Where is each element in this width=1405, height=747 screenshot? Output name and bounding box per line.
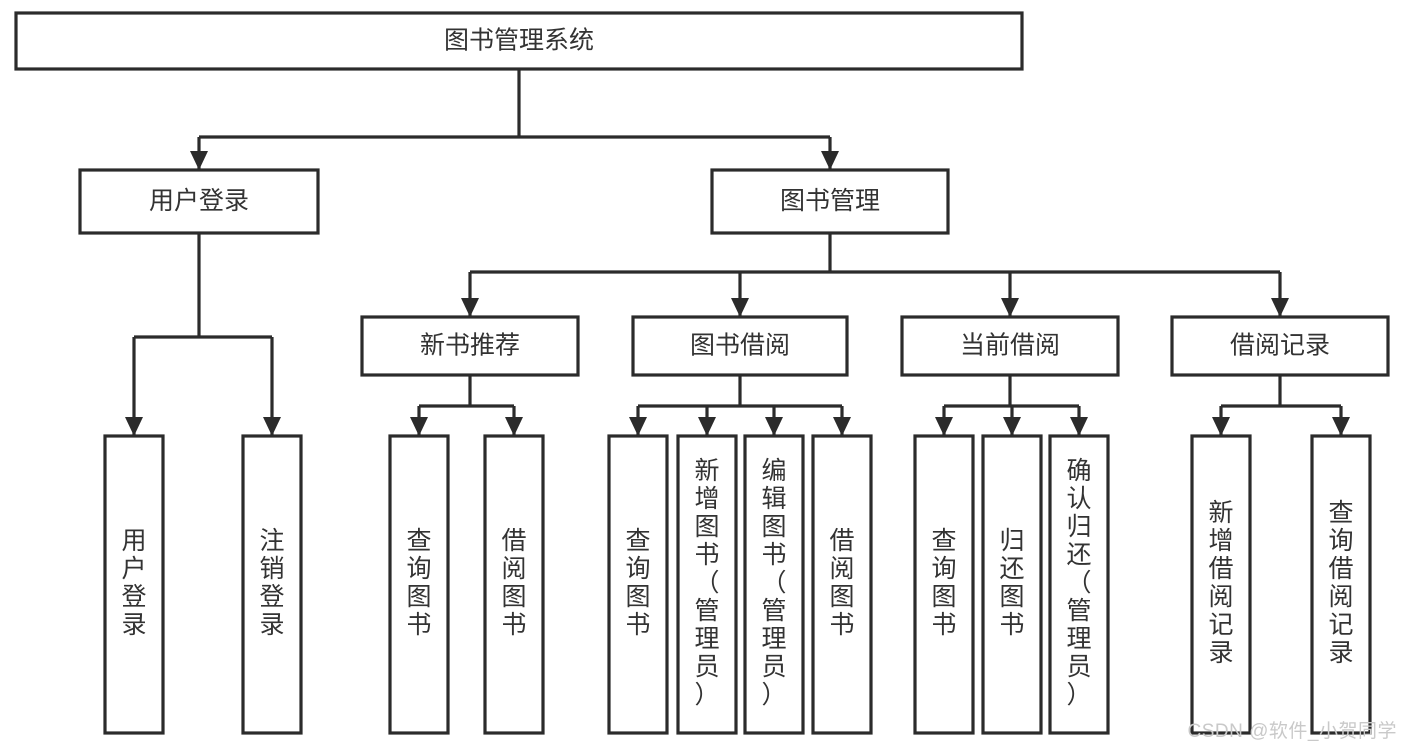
node-box-borrow-records bbox=[1170, 315, 1390, 377]
arrow-head-icon bbox=[1271, 298, 1289, 317]
node-add-book-admin[interactable]: 新增图书（管理员） bbox=[676, 434, 738, 735]
node-label-book-management: 图书管理 bbox=[780, 187, 880, 215]
arrow-head-icon bbox=[125, 417, 143, 436]
node-user-login-leaf[interactable]: 用户登录 bbox=[103, 434, 165, 735]
node-query-book-1[interactable]: 查询图书 bbox=[388, 434, 450, 735]
node-label-query-borrow-record: 查询借阅记录 bbox=[1328, 499, 1353, 667]
arrow-head-icon bbox=[731, 298, 749, 317]
node-book-borrow[interactable]: 图书借阅 bbox=[631, 315, 849, 377]
arrow-head-icon bbox=[1003, 417, 1021, 436]
arrow-head-icon bbox=[1212, 417, 1230, 436]
node-box-edit-book-admin bbox=[743, 434, 805, 735]
node-user-login[interactable]: 用户登录 bbox=[78, 168, 320, 235]
connectors-layer bbox=[125, 69, 1350, 436]
node-label-current-borrow: 当前借阅 bbox=[960, 332, 1060, 360]
connector-new-book-recommend-to-leaves bbox=[410, 375, 523, 436]
node-label-query-book-2: 查询图书 bbox=[625, 527, 650, 639]
arrow-head-icon bbox=[461, 298, 479, 317]
node-box-borrow-book-1 bbox=[483, 434, 545, 735]
arrow-head-icon bbox=[505, 417, 523, 436]
arrow-head-icon bbox=[1070, 417, 1088, 436]
node-return-book[interactable]: 归还图书 bbox=[981, 434, 1043, 735]
arrow-head-icon bbox=[765, 417, 783, 436]
arrow-head-icon bbox=[410, 417, 428, 436]
node-label-borrow-book-2: 借阅图书 bbox=[829, 527, 854, 639]
node-query-book-3[interactable]: 查询图书 bbox=[913, 434, 975, 735]
connector-user-login-to-leaves bbox=[125, 233, 281, 436]
node-label-edit-book-admin: 编辑图书（管理员） bbox=[761, 457, 786, 709]
node-box-query-book-2 bbox=[607, 434, 669, 735]
node-box-confirm-return-admin bbox=[1048, 434, 1110, 735]
connector-book-borrow-to-leaves bbox=[629, 375, 851, 436]
node-edit-book-admin[interactable]: 编辑图书（管理员） bbox=[743, 434, 805, 735]
arrow-head-icon bbox=[935, 417, 953, 436]
node-box-user-logout-leaf bbox=[241, 434, 303, 735]
connector-book-management-to-level3 bbox=[461, 233, 1289, 317]
node-borrow-records[interactable]: 借阅记录 bbox=[1170, 315, 1390, 377]
node-label-borrow-records: 借阅记录 bbox=[1230, 332, 1330, 360]
node-confirm-return-admin[interactable]: 确认归还（管理员） bbox=[1048, 434, 1110, 735]
arrow-head-icon bbox=[698, 417, 716, 436]
node-box-borrow-book-2 bbox=[811, 434, 873, 735]
node-label-query-book-1: 查询图书 bbox=[406, 527, 431, 639]
node-current-borrow[interactable]: 当前借阅 bbox=[900, 315, 1120, 377]
node-new-book-recommend[interactable]: 新书推荐 bbox=[360, 315, 580, 377]
node-label-return-book: 归还图书 bbox=[999, 527, 1024, 639]
node-box-new-book-recommend bbox=[360, 315, 580, 377]
node-box-query-book-3 bbox=[913, 434, 975, 735]
node-box-query-borrow-record bbox=[1310, 434, 1372, 735]
connector-current-borrow-to-leaves bbox=[935, 375, 1088, 436]
node-borrow-book-2[interactable]: 借阅图书 bbox=[811, 434, 873, 735]
node-query-book-2[interactable]: 查询图书 bbox=[607, 434, 669, 735]
node-label-confirm-return-admin: 确认归还（管理员） bbox=[1066, 457, 1091, 709]
arrow-head-icon bbox=[1332, 417, 1350, 436]
node-user-logout-leaf[interactable]: 注销登录 bbox=[241, 434, 303, 735]
node-label-user-logout-leaf: 注销登录 bbox=[259, 527, 284, 639]
connector-borrow-records-to-leaves bbox=[1212, 375, 1350, 436]
node-box-add-book-admin bbox=[676, 434, 738, 735]
node-box-current-borrow bbox=[900, 315, 1120, 377]
node-label-user-login-leaf: 用户登录 bbox=[121, 527, 146, 639]
node-box-user-login-leaf bbox=[103, 434, 165, 735]
node-borrow-book-1[interactable]: 借阅图书 bbox=[483, 434, 545, 735]
node-box-book-borrow bbox=[631, 315, 849, 377]
node-box-add-borrow-record bbox=[1190, 434, 1252, 735]
arrow-head-icon bbox=[821, 151, 839, 170]
node-box-root bbox=[14, 11, 1024, 71]
node-label-add-book-admin: 新增图书（管理员） bbox=[694, 457, 719, 709]
node-label-user-login: 用户登录 bbox=[149, 187, 249, 215]
node-label-add-borrow-record: 新增借阅记录 bbox=[1208, 499, 1233, 667]
node-add-borrow-record[interactable]: 新增借阅记录 bbox=[1190, 434, 1252, 735]
arrow-head-icon bbox=[629, 417, 647, 436]
node-label-query-book-3: 查询图书 bbox=[931, 527, 956, 639]
nodes-layer: 图书管理系统用户登录用户登录注销登录图书管理新书推荐查询图书借阅图书图书借阅查询… bbox=[14, 11, 1390, 735]
node-box-query-book-1 bbox=[388, 434, 450, 735]
node-label-root: 图书管理系统 bbox=[444, 27, 594, 55]
arrow-head-icon bbox=[190, 151, 208, 170]
node-label-borrow-book-1: 借阅图书 bbox=[501, 527, 526, 639]
node-query-borrow-record[interactable]: 查询借阅记录 bbox=[1310, 434, 1372, 735]
node-box-return-book bbox=[981, 434, 1043, 735]
connector-root-to-level2 bbox=[190, 69, 839, 170]
node-root[interactable]: 图书管理系统 bbox=[14, 11, 1024, 71]
arrow-head-icon bbox=[263, 417, 281, 436]
node-book-management[interactable]: 图书管理 bbox=[710, 168, 950, 235]
node-label-book-borrow: 图书借阅 bbox=[690, 332, 790, 360]
arrow-head-icon bbox=[1001, 298, 1019, 317]
node-box-user-login bbox=[78, 168, 320, 235]
node-box-book-management bbox=[710, 168, 950, 235]
arrow-head-icon bbox=[833, 417, 851, 436]
node-label-new-book-recommend: 新书推荐 bbox=[420, 332, 520, 360]
